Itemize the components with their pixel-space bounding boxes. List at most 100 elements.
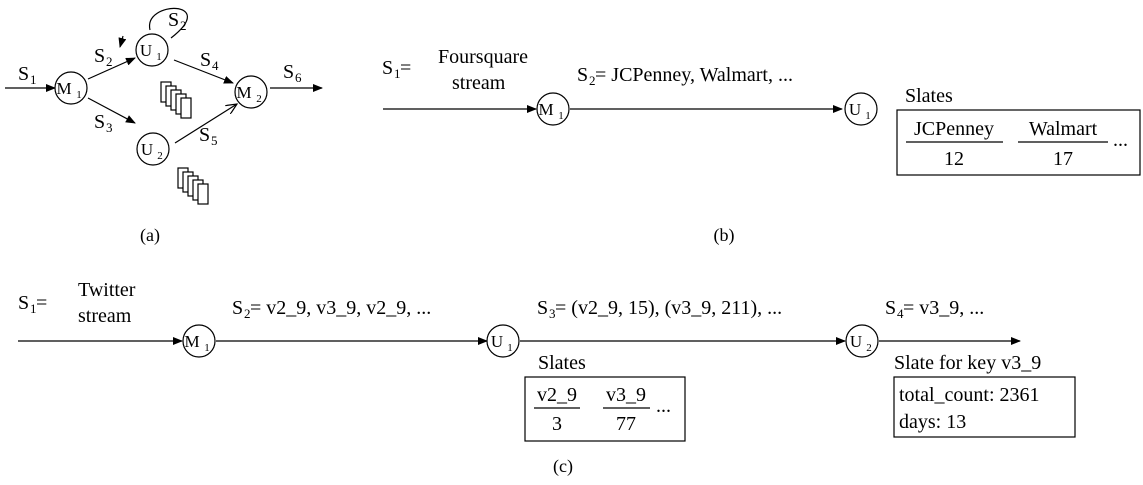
- svg-text:2: 2: [589, 73, 596, 88]
- svg-text:S: S: [18, 63, 29, 85]
- label-c-s3: S 3 = (v2_9, 15), (v3_9, 211), ...: [537, 297, 782, 321]
- svg-text:M: M: [538, 100, 553, 119]
- svg-text:3: 3: [106, 120, 113, 135]
- svg-text:3: 3: [549, 306, 556, 321]
- svg-text:12: 12: [944, 148, 964, 170]
- source-c-line2: stream: [78, 305, 132, 327]
- slates-stack-icon: [160, 81, 192, 119]
- source-b-line1: Foursquare: [438, 46, 528, 68]
- svg-text:S: S: [885, 297, 896, 319]
- label-b-s2: S 2 = JCPenney, Walmart, ...: [577, 64, 793, 88]
- svg-text:= JCPenney, Walmart, ...: = JCPenney, Walmart, ...: [595, 64, 793, 86]
- svg-text:U: U: [849, 100, 861, 119]
- label-a-s3: S 3: [94, 111, 113, 135]
- svg-text:U: U: [140, 41, 152, 60]
- svg-text:M: M: [184, 332, 199, 351]
- svg-text:1: 1: [30, 301, 37, 316]
- source-b-line2: stream: [452, 72, 506, 94]
- node-a-m2: M 2: [234, 75, 268, 109]
- svg-text:1: 1: [394, 66, 401, 81]
- svg-text:1: 1: [30, 72, 37, 87]
- svg-text:Walmart: Walmart: [1029, 118, 1098, 140]
- svg-text:U: U: [850, 332, 862, 351]
- label-a-s5: S 5: [199, 124, 218, 148]
- svg-text:17: 17: [1053, 148, 1073, 170]
- svg-text:3: 3: [552, 413, 562, 435]
- svg-text:5: 5: [211, 133, 218, 148]
- svg-text:S: S: [199, 124, 210, 146]
- edge-a-s2: [87, 57, 136, 80]
- slate-entry: Walmart 17: [1018, 118, 1108, 170]
- svg-text:2: 2: [244, 306, 251, 321]
- slate-key-total-count: total_count: 2361: [899, 384, 1040, 406]
- slates-title-c: Slates: [538, 352, 586, 374]
- edge-a-loop: [149, 7, 188, 39]
- slate-key-days: days: 13: [899, 411, 966, 433]
- svg-text:M: M: [56, 79, 71, 98]
- svg-text:1: 1: [204, 342, 210, 354]
- svg-text:2: 2: [157, 150, 163, 162]
- slate-key-title: Slate for key v3_9: [894, 352, 1041, 374]
- svg-text:S: S: [18, 292, 29, 314]
- svg-text:77: 77: [616, 413, 636, 435]
- edge-a-s4: [173, 59, 234, 84]
- svg-text:S: S: [382, 57, 393, 79]
- caption-a: (a): [140, 225, 160, 246]
- svg-text:S: S: [232, 297, 243, 319]
- slates-title-b: Slates: [905, 85, 953, 107]
- edge-a-s3: [87, 97, 136, 124]
- svg-text:=: =: [400, 57, 411, 79]
- source-c-line1: Twitter: [78, 279, 136, 301]
- svg-text:U: U: [491, 332, 503, 351]
- svg-text:U: U: [141, 140, 153, 159]
- label-a-s2: S 2: [94, 45, 113, 69]
- svg-text:S: S: [94, 111, 105, 133]
- slate-entry: JCPenney 12: [906, 118, 1003, 170]
- svg-text:2: 2: [256, 93, 262, 105]
- svg-text:= v2_9, v3_9, v2_9, ...: = v2_9, v3_9, v2_9, ...: [250, 297, 431, 319]
- slate-key-box: [893, 376, 1076, 438]
- label-c-s2: S 2 = v2_9, v3_9, v2_9, ...: [232, 297, 431, 321]
- svg-text:S: S: [537, 297, 548, 319]
- label-b-s1: S 1 =: [382, 57, 411, 81]
- svg-text:S: S: [577, 64, 588, 86]
- svg-text:v3_9: v3_9: [606, 384, 646, 406]
- slate-entry: v3_9 77: [603, 384, 650, 435]
- svg-text:1: 1: [558, 110, 564, 122]
- node-b-u1: U 1: [844, 92, 878, 126]
- label-a-s4: S 4: [200, 49, 219, 73]
- svg-text:M: M: [236, 83, 251, 102]
- panel-a: M 1 U 1 U 2 M 2 S 1 S 2 S 2: [5, 7, 323, 246]
- svg-text:4: 4: [897, 306, 904, 321]
- svg-text:S: S: [168, 9, 179, 31]
- slates-ellipsis-c: ...: [656, 395, 671, 417]
- svg-text:= (v2_9, 15), (v3_9, 211), ..: = (v2_9, 15), (v3_9, 211), ...: [555, 297, 782, 319]
- svg-text:1: 1: [507, 342, 513, 354]
- node-b-m1: M 1: [536, 92, 570, 126]
- slates-box-c: [524, 376, 686, 442]
- label-c-s1: S 1 =: [18, 292, 47, 316]
- slates-stack-icon: [177, 167, 209, 205]
- caption-c: (c): [553, 456, 573, 477]
- caption-b: (b): [714, 225, 735, 246]
- panel-b: S 1 = Foursquare stream M 1 U 1 S 2 = JC…: [382, 46, 1141, 246]
- node-a-m1: M 1: [54, 71, 88, 105]
- panel-c: S 1 = Twitter stream M 1 U 1 U 2 S 2 = v: [18, 279, 1076, 477]
- svg-text:1: 1: [76, 89, 82, 101]
- edge-a-s5: [174, 104, 237, 144]
- svg-text:= v3_9, ...: = v3_9, ...: [903, 297, 984, 319]
- svg-text:1: 1: [865, 110, 871, 122]
- label-a-s1: S 1: [18, 63, 37, 87]
- svg-text:1: 1: [156, 51, 162, 63]
- label-c-s4: S 4 = v3_9, ...: [885, 297, 984, 321]
- slate-entry: v2_9 3: [534, 384, 580, 435]
- node-c-m1: M 1: [182, 324, 216, 358]
- label-a-s6: S 6: [283, 61, 302, 85]
- svg-text:4: 4: [212, 58, 219, 73]
- node-a-u1: U 1: [135, 33, 169, 67]
- label-a-s2-loop: S 2: [168, 9, 187, 33]
- node-a-u2: U 2: [136, 132, 170, 166]
- svg-text:2: 2: [180, 18, 187, 33]
- edge-a-loop-head: [118, 35, 127, 48]
